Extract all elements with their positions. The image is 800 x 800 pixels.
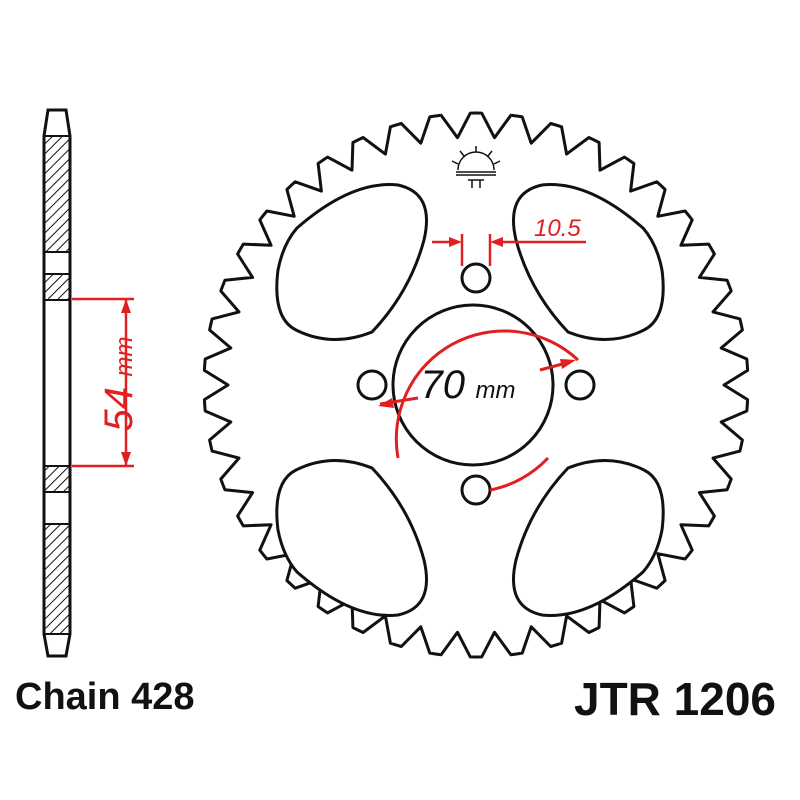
lightening-holes bbox=[275, 183, 665, 617]
bolt-hole bbox=[460, 474, 492, 506]
lightening-hole bbox=[511, 183, 665, 342]
center-bore bbox=[391, 303, 555, 467]
sprocket-front-view bbox=[202, 111, 750, 659]
chain-size-label: Chain 428 bbox=[15, 676, 195, 718]
side-offset-dimension: 54 mm bbox=[72, 297, 141, 468]
hatch-hub-top bbox=[43, 273, 71, 301]
hatch-bottom bbox=[43, 523, 71, 635]
bolt-hole-value: 10.5 bbox=[534, 215, 581, 242]
hatch-top bbox=[43, 135, 71, 253]
bolt-hole bbox=[564, 369, 596, 401]
bore-diameter-label: 70 mm bbox=[421, 363, 516, 407]
side-offset-label: 54 mm bbox=[97, 337, 141, 432]
bore-diameter-value: 70 bbox=[421, 363, 466, 407]
jt-sun-logo-icon bbox=[451, 146, 501, 188]
bolt-circle-dimension bbox=[378, 329, 580, 492]
bolt-hole-dimension bbox=[432, 234, 586, 266]
bore-diameter-unit: mm bbox=[475, 377, 515, 404]
part-number-label: JTR 1206 bbox=[573, 673, 776, 725]
lightening-hole bbox=[511, 458, 665, 617]
lightening-hole bbox=[275, 458, 429, 617]
side-offset-unit: mm bbox=[111, 337, 138, 377]
bolt-hole bbox=[460, 262, 492, 294]
side-profile-view bbox=[42, 108, 72, 658]
side-offset-value: 54 bbox=[97, 387, 141, 432]
lightening-hole bbox=[275, 183, 429, 342]
bolt-hole bbox=[356, 369, 388, 401]
hatch-hub-bottom bbox=[43, 465, 71, 493]
bolt-holes bbox=[356, 262, 596, 506]
